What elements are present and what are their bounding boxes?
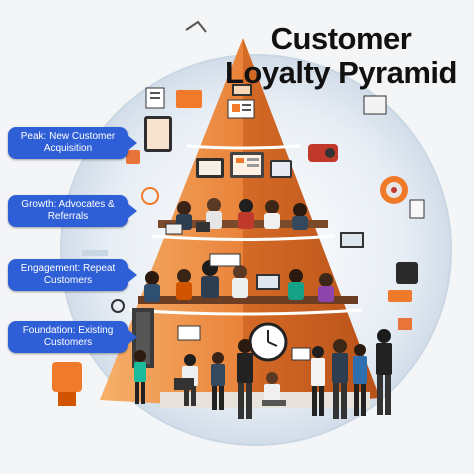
- level-label-foundation: Foundation: Existing Customers: [8, 321, 137, 353]
- floating-icons: [52, 20, 425, 406]
- card-icon: [388, 290, 412, 302]
- page-title: Customer Loyalty Pyramid: [212, 22, 470, 90]
- standing-people: [134, 329, 392, 419]
- growth-tier-people: [158, 198, 328, 235]
- level-label-peak: Peak: New Customer Acquisition: [8, 127, 137, 159]
- level-label-engagement: Engagement: Repeat Customers: [8, 259, 137, 291]
- phone-icon: [396, 262, 418, 284]
- clipboard-icon: [409, 199, 425, 219]
- gear-icon: [111, 299, 125, 313]
- tag-icon: [398, 318, 412, 330]
- title-line-1: Customer: [270, 21, 412, 56]
- toolbox-icon: [52, 362, 82, 392]
- bulb-icon: [141, 187, 159, 205]
- box-icon: [126, 150, 140, 164]
- tier-separators: [129, 144, 363, 316]
- title-line-2: Loyalty Pyramid: [225, 55, 457, 90]
- engagement-tier-people: [138, 253, 358, 304]
- chat-bubble-icon: [363, 95, 387, 115]
- peak-tier-screens: [196, 84, 292, 178]
- folder-icon: [176, 90, 202, 108]
- level-label-growth: Growth: Advocates & Referrals: [8, 195, 137, 227]
- wifi-icon: [185, 20, 207, 33]
- halo-ring: [60, 54, 452, 446]
